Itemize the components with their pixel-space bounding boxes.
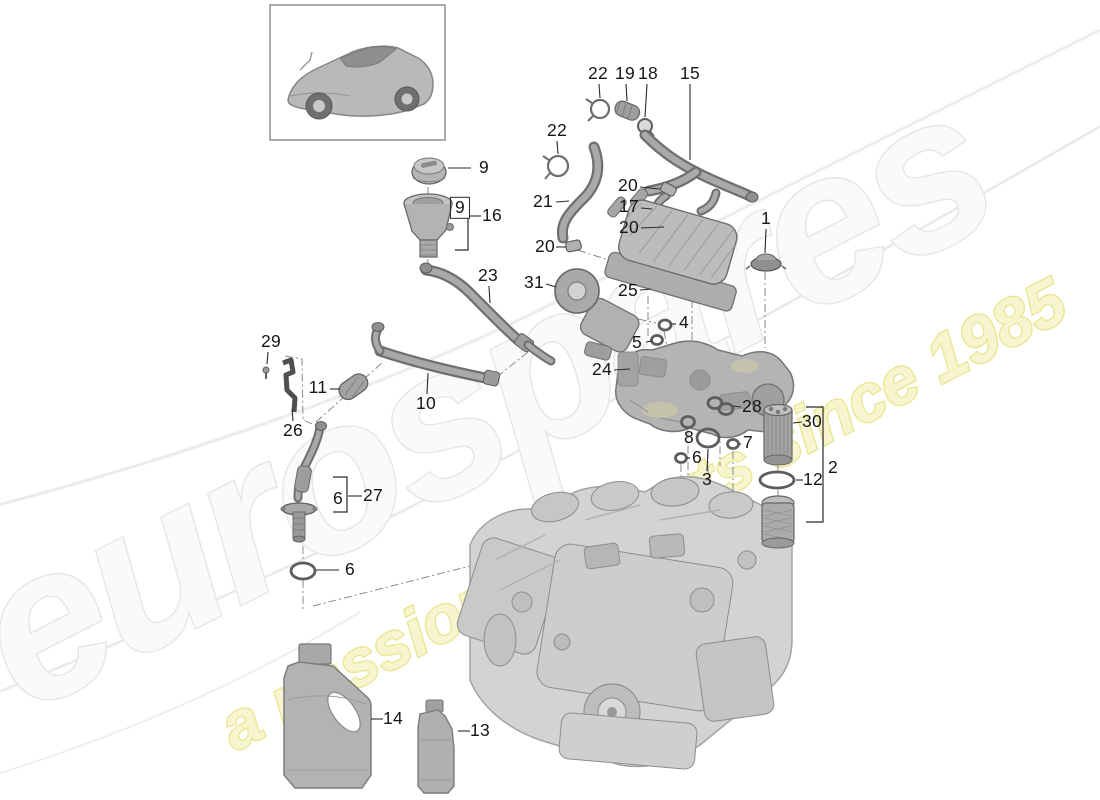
part-callout-23-13: 23 (477, 264, 499, 285)
leader-line-22-0 (598, 83, 601, 99)
oil-filler-tube (280, 421, 327, 543)
part-callout-24-19: 24 (591, 358, 613, 379)
clamp-22-mid (542, 154, 570, 180)
part-callout-6-32: 6 (332, 487, 344, 508)
leader-line-26-22 (291, 408, 294, 422)
seal-rings (289, 318, 796, 581)
car-icon (287, 45, 434, 120)
bracket-26 (262, 357, 298, 413)
engine-block (456, 476, 793, 770)
part-callout-1-16: 1 (760, 207, 772, 228)
part-callout-9-4: 9 (478, 156, 490, 177)
leader-line-5-18 (645, 340, 653, 343)
part-callout-22-0: 22 (587, 62, 609, 83)
leader-line-20-11 (640, 226, 665, 229)
leader-line-3-28 (706, 448, 709, 472)
part-callout-7-26: 7 (742, 431, 754, 452)
part-callout-16-6: 16 (481, 204, 503, 225)
part-callout-6-27: 6 (691, 446, 703, 467)
part-callout-15-3: 15 (679, 62, 701, 83)
leader-line-22-7 (556, 140, 559, 155)
oil-separator (554, 268, 640, 361)
clamp-22-top (585, 98, 611, 122)
part-callout-22-7: 22 (546, 119, 568, 140)
leader-line-20-9 (639, 186, 661, 190)
clamp-ring-18 (637, 118, 655, 137)
oil-cooler (604, 188, 738, 312)
leader-line-29-20 (266, 351, 269, 365)
fitting-19 (614, 100, 641, 121)
oil-filter-housing (761, 495, 795, 549)
part-callout-26-22: 26 (282, 419, 304, 440)
part-callout-3-28: 3 (701, 468, 713, 489)
filter-console-24 (614, 340, 795, 439)
part-callout-4-17: 4 (678, 311, 690, 332)
callout-leader-lines (266, 83, 803, 732)
breather-cap-1 (745, 253, 787, 272)
part-callout-25-15: 25 (617, 279, 639, 300)
oil-filler-neck (403, 193, 454, 258)
part-callout-19-1: 19 (614, 62, 636, 83)
part-callout-12-31: 12 (802, 468, 824, 489)
part-callout-21-8: 21 (532, 190, 554, 211)
part-callout-20-12: 20 (534, 235, 556, 256)
part-callout-20-9: 20 (617, 174, 639, 195)
part-callout-17-10: 17 (618, 195, 640, 216)
group-brackets (333, 218, 824, 523)
part-callout-29-20: 29 (260, 330, 282, 351)
part-callout-6-34: 6 (344, 558, 356, 579)
part-callout-31-14: 31 (523, 271, 545, 292)
oil-tube-10 (372, 322, 501, 387)
oil-filler-cap (411, 157, 447, 185)
leader-line-21-8 (555, 200, 570, 203)
part-callout-14-35: 14 (382, 707, 404, 728)
part-callout-30-29: 30 (801, 410, 823, 431)
part-callout-27-33: 27 (362, 484, 384, 505)
part-callout-11-21: 11 (308, 376, 328, 397)
leader-line-25-15 (639, 288, 652, 291)
part-callout-28-24: 28 (741, 395, 763, 416)
leader-line-28-24 (732, 405, 742, 408)
leader-line-31-14 (545, 283, 557, 288)
leader-line-17-10 (640, 207, 653, 210)
part-callout-9-5: 9 (449, 196, 471, 219)
leader-line-18-2 (644, 83, 648, 118)
leader-line-10-23 (426, 372, 429, 395)
part-callout-10-23: 10 (415, 392, 437, 413)
oil-bottle-1l (417, 699, 455, 794)
part-callout-2-30: 2 (827, 456, 839, 477)
part-callout-8-25: 8 (683, 426, 695, 447)
leader-line-1-16 (764, 228, 767, 254)
sleeve-11 (338, 373, 369, 401)
vent-hose-15 (645, 135, 759, 211)
leader-line-23-13 (488, 285, 491, 304)
leader-line-30-29 (792, 421, 803, 424)
part-callout-5-18: 5 (631, 331, 643, 352)
oil-jug-5l (283, 643, 372, 789)
leader-line-19-1 (625, 83, 628, 102)
part-callout-20-11: 20 (618, 216, 640, 237)
hose-23 (419, 262, 551, 361)
leader-line-24-19 (613, 368, 631, 371)
part-callout-18-2: 18 (637, 62, 659, 83)
part-callout-13-36: 13 (469, 719, 491, 740)
vehicle-thumbnail (269, 4, 446, 141)
oil-filter-element-30 (763, 403, 793, 466)
